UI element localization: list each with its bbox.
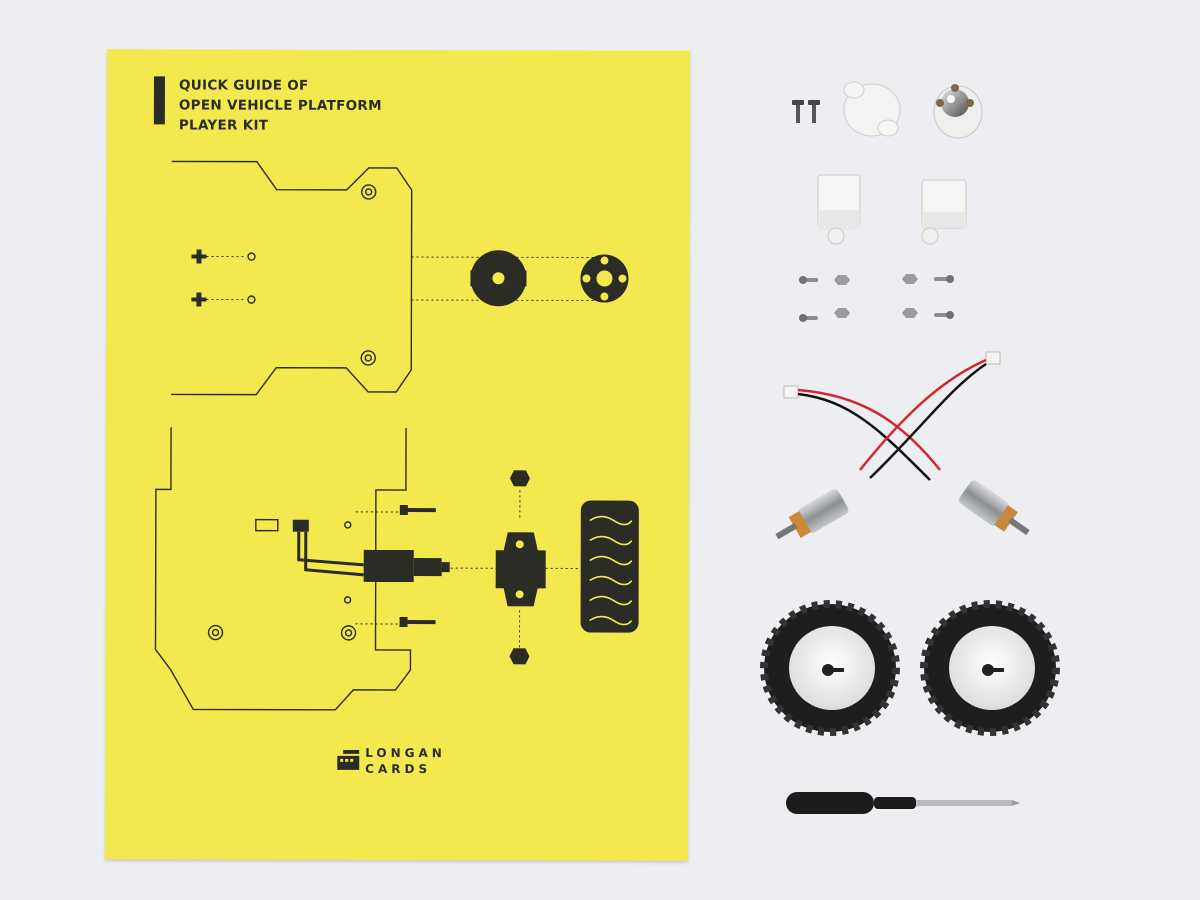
diagram-caster-ball [580, 254, 629, 303]
top-mount-hole-1 [360, 184, 377, 200]
brand-logo-icon [337, 749, 360, 770]
rubber-wheels [760, 600, 1060, 736]
diagram-tire [580, 500, 639, 633]
gear-motors-with-cables [775, 351, 1030, 540]
wheel-right [920, 600, 1060, 736]
diagram-connector [292, 519, 309, 532]
screwdriver [786, 792, 1020, 814]
diagram-motor [363, 549, 414, 583]
screws [792, 100, 820, 123]
caster-wheel-cover [843, 81, 901, 137]
assembly-diagram [154, 160, 639, 711]
diagram-caster-disc [470, 250, 527, 307]
caster-ball-wheel [933, 84, 983, 139]
bolts-and-nuts [799, 274, 954, 322]
bottom-chassis-outline [154, 427, 412, 711]
bottom-mount-hole-2 [340, 625, 357, 641]
motor-bracket-right [921, 179, 967, 245]
wheel-left [760, 600, 900, 736]
top-chassis-outline [171, 160, 413, 396]
motor-bracket-left [817, 174, 861, 245]
top-mount-hole-2 [360, 350, 376, 366]
diagram-bracket [495, 532, 546, 607]
bottom-mount-hole-1 [207, 624, 224, 641]
quick-guide-sheet: QUICK GUIDE OF OPEN VEHICLE PLATFORM PLA… [104, 49, 691, 861]
